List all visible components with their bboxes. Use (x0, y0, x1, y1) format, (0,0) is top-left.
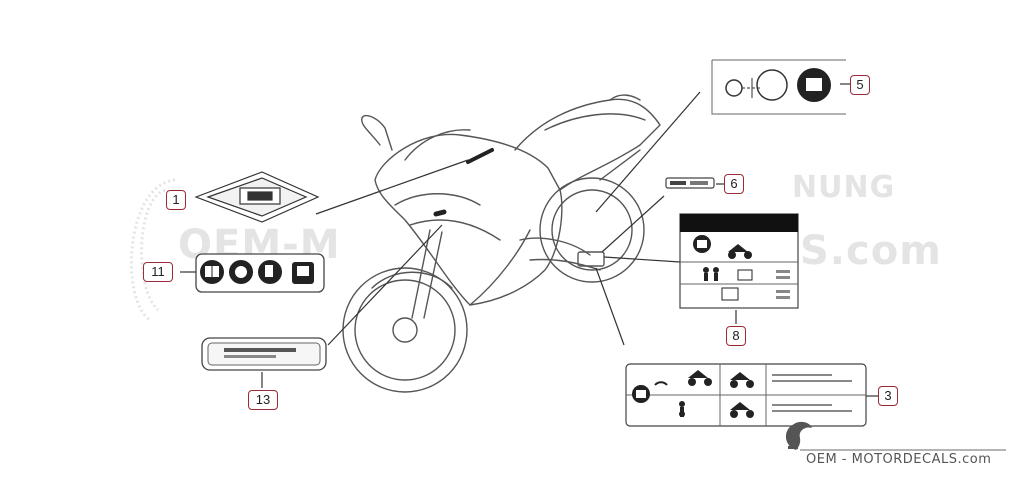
fairing-outline (374, 133, 563, 306)
callout-11[interactable]: 11 (143, 262, 173, 282)
leader-6 (601, 195, 665, 253)
rear-wheel (539, 177, 645, 283)
callout-13[interactable]: 13 (248, 390, 278, 410)
brand-text: OEM - MOTORDECALS.com (806, 452, 992, 467)
callout-1[interactable]: 1 (166, 190, 186, 210)
seat-tail (514, 98, 661, 191)
leader-1 (315, 159, 469, 215)
watermark-top-right-text: NUNG (792, 170, 896, 205)
leader-3 (595, 267, 625, 346)
decal-13-plate (201, 337, 327, 371)
callout-8[interactable]: 8 (726, 326, 746, 346)
leader-13 (327, 224, 443, 346)
watermark-right-text: S.com (800, 228, 942, 274)
mirror (361, 114, 393, 151)
leader-lines (180, 83, 878, 397)
decal-3-tire-plate (625, 363, 867, 427)
decal-8-load-plate (679, 213, 799, 309)
motorcycle-illustration (342, 94, 661, 393)
brand-logo-mark (785, 421, 1006, 451)
callout-6[interactable]: 6 (724, 174, 744, 194)
decal-11-icon-strip (195, 253, 325, 293)
leader-5 (595, 91, 701, 213)
callout-5[interactable]: 5 (850, 75, 870, 95)
decal-1-diamond-badge (194, 171, 320, 223)
front-wheel (342, 267, 468, 393)
leader-8 (603, 256, 681, 263)
decal-5-chain-label (711, 59, 846, 115)
watermark-swirl (129, 178, 176, 322)
decal-6-strip (665, 177, 715, 189)
callout-3[interactable]: 3 (878, 386, 898, 406)
